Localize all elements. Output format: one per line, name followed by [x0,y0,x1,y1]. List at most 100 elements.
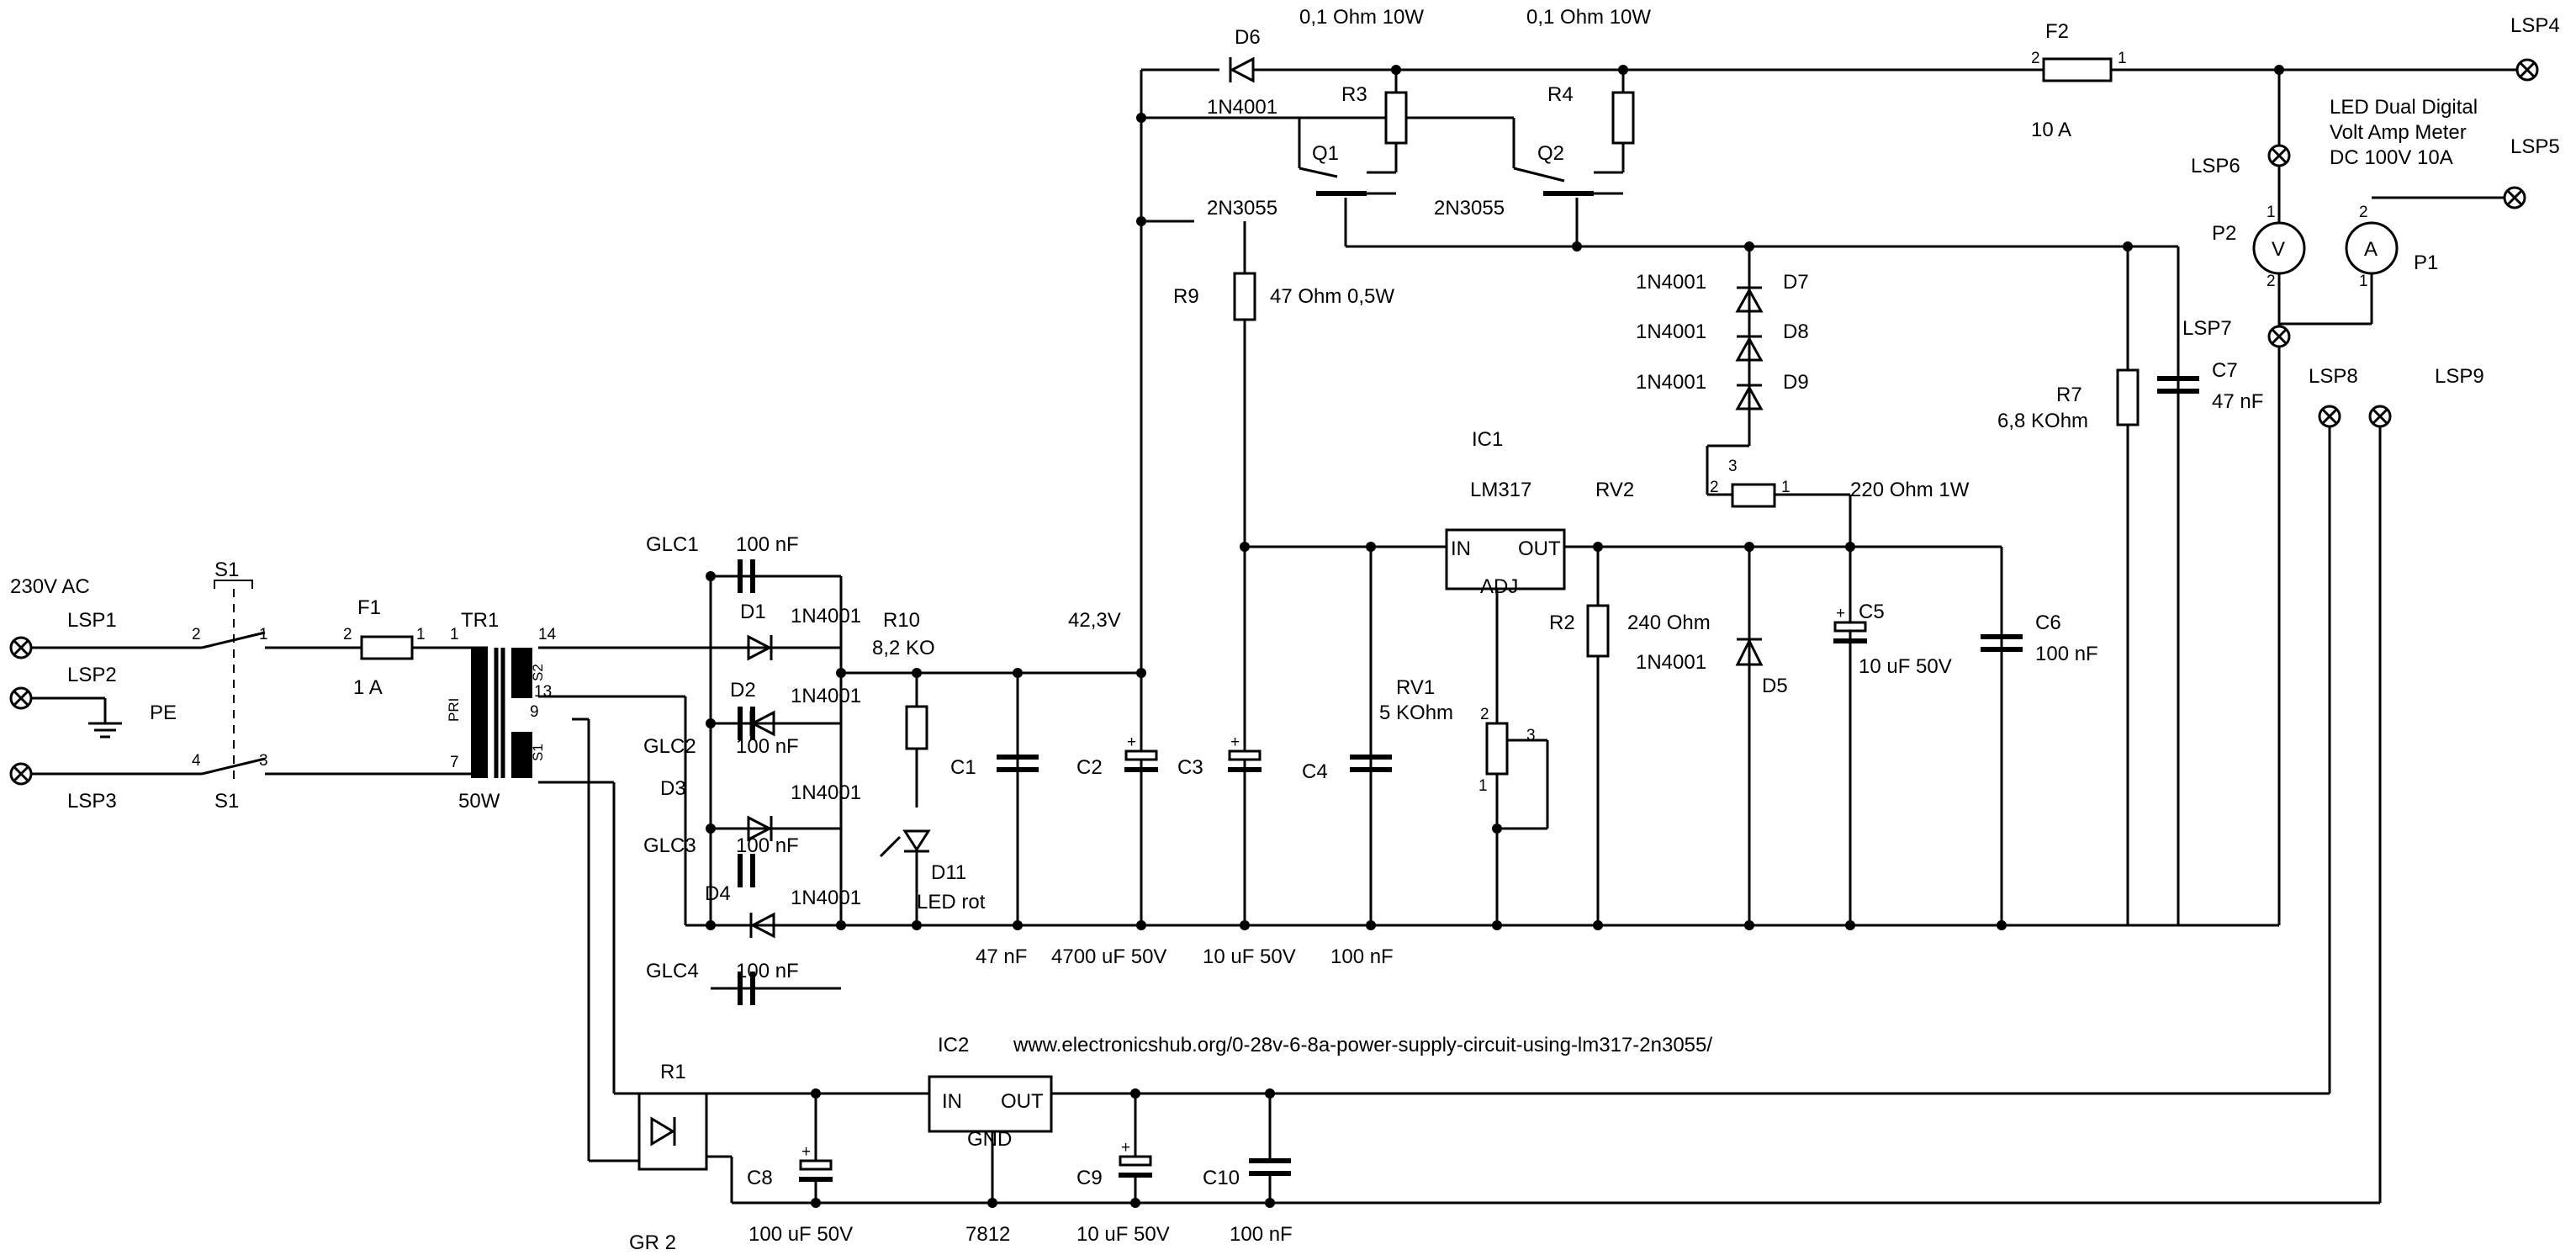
label-glc2: GLC2 [643,735,696,758]
terminal-lsp2 [9,686,33,710]
label-c6: C6 [2035,612,2061,634]
label-glc4-value: 100 nF [736,960,799,982]
label-lsp4: LSP4 [2510,14,2560,37]
label-d9: D9 [1783,371,1809,394]
label-c10-value: 100 nF [1230,1223,1293,1246]
fuse-f2 [2042,57,2113,82]
label-ic2-type: 7812 [965,1223,1010,1246]
voltmeter-p2 [2252,221,2306,275]
label-d5: D5 [1762,675,1788,697]
pin-p2-2: 2 [2267,273,2276,290]
pin-s1-4: 4 [192,752,201,770]
terminal-lsp7 [2267,325,2291,348]
label-meter-1: LED Dual Digital [2330,96,2478,119]
label-d4: D4 [705,882,731,905]
pin-rv1-1: 1 [1478,777,1488,795]
label-p2: P2 [2212,222,2236,245]
label-lsp7: LSP7 [2182,317,2232,340]
label-lsp5: LSP5 [2510,135,2560,158]
label-c5: C5 [1859,601,1885,623]
label-c7-value: 47 nF [2212,390,2263,413]
label-lsp8: LSP8 [2309,365,2358,388]
fuse-f1 [360,635,414,660]
label-rv1: RV1 [1396,676,1435,699]
diode-d9 [1735,384,1764,410]
label-d5-type: 1N4001 [1636,651,1706,674]
terminal-lsp9 [2368,405,2392,428]
label-meter-2: Volt Amp Meter [2330,121,2467,144]
resistor-r2 [1586,604,1610,658]
pin-f1-2: 2 [343,626,352,643]
pin-p1-1: 1 [2359,273,2368,290]
label-f2-value: 10 A [2031,119,2071,141]
plus-c2: + [1127,733,1136,751]
label-r4: R4 [1547,83,1574,106]
label-d8-type: 1N4001 [1636,320,1706,343]
capacitor-c6 [1981,634,2023,652]
label-d11: D11 [931,861,966,884]
label-tr1-power: 50W [458,790,500,813]
label-c10: C10 [1203,1167,1240,1189]
plus-c9: + [1121,1139,1130,1157]
resistor-r3 [1384,91,1408,145]
plus-c5: + [1836,605,1845,622]
label-c2: C2 [1076,756,1103,779]
label-ic2: IC2 [938,1034,969,1056]
label-d6: D6 [1235,26,1261,49]
pin-f2-2: 2 [2031,50,2040,67]
ammeter-p1 [2345,221,2399,275]
capacitor-c3 [1228,749,1262,772]
resistor-r4 [1611,91,1635,145]
label-c4-value: 100 nF [1330,945,1394,968]
label-s1-top: S1 [214,559,239,581]
label-rv2: RV2 [1595,479,1634,501]
pin-f2-1: 1 [2118,50,2127,67]
label-p1: P1 [2414,252,2438,274]
capacitor-glc3 [738,854,755,887]
label-gr2: GR 2 [629,1231,676,1254]
label-r7: R7 [2056,384,2082,406]
label-c6-value: 100 nF [2035,643,2098,665]
transformer-tr1 [471,648,532,778]
label-d1: D1 [740,601,766,623]
capacitor-glc4 [738,972,755,1005]
capacitor-c8 [799,1093,833,1203]
label-d7-type: 1N4001 [1636,271,1706,294]
label-lm317: LM317 [1470,479,1531,501]
diode-d6 [1229,56,1255,83]
pin-tr1-9: 9 [530,703,539,721]
plus-c3: + [1230,733,1240,751]
pin-p1-2: 2 [2359,204,2368,221]
label-voltage: 42,3V [1068,609,1121,632]
label-c8-value: 100 uF 50V [748,1223,853,1246]
label-c3: C3 [1177,756,1203,779]
label-c8: C8 [747,1167,773,1189]
capacitor-c7 [2157,376,2199,394]
label-lsp3: LSP3 [67,790,117,813]
resistor-r10 [905,705,928,750]
diode-d7 [1735,286,1764,313]
label-d2-type: 1N4001 [791,685,861,707]
diode-d4 [749,912,775,939]
diode-d3 [747,815,773,842]
bridge-rectifier-r1 [637,1092,708,1171]
terminal-lsp8 [2318,405,2341,428]
led-d11 [879,829,931,858]
label-s2: S2 [530,664,546,681]
pin-tr1-7: 7 [450,754,459,771]
label-r2-value: 240 Ohm [1627,612,1711,634]
label-d1-type: 1N4001 [791,605,861,628]
label-p1-symbol: A [2364,238,2378,261]
label-d9-type: 1N4001 [1636,371,1706,394]
label-q2: Q2 [1537,142,1564,165]
label-lsp1: LSP1 [67,609,117,632]
terminal-lsp1 [9,636,33,659]
diode-d5 [1735,638,1764,666]
label-rv2-value: 220 Ohm 1W [1850,479,1970,501]
label-c5-value: 10 uF 50V [1859,655,1952,678]
label-ic1-adj: ADJ [1480,575,1518,598]
label-glc2-value: 100 nF [736,735,799,758]
label-lsp2: LSP2 [67,664,117,686]
pin-tr1-1: 1 [450,626,459,643]
